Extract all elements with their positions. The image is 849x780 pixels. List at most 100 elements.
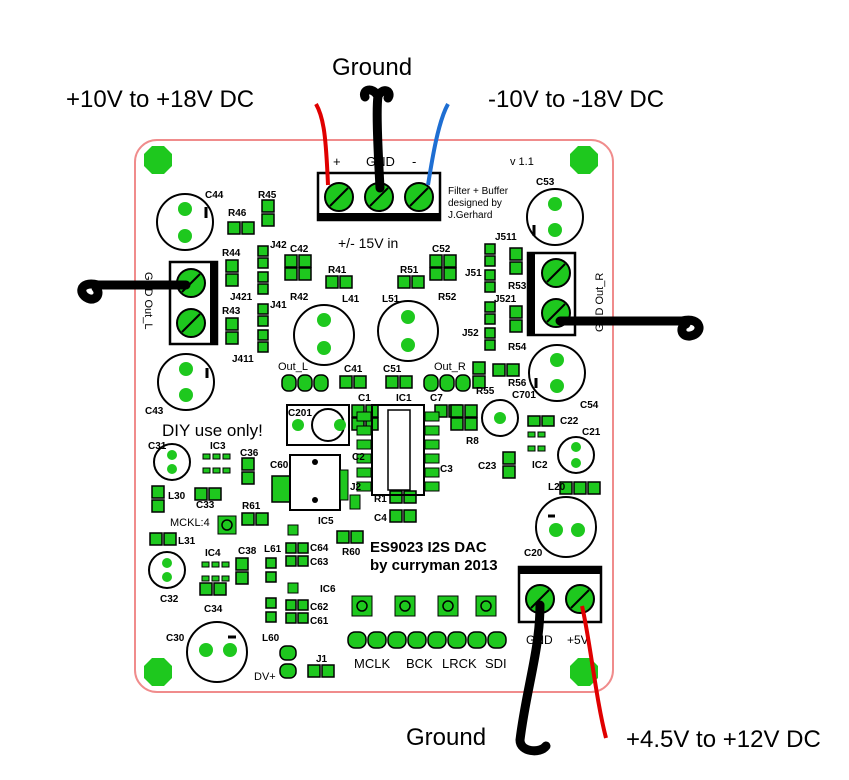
designator-ic6: IC6: [320, 584, 336, 595]
designator-c34: C34: [204, 604, 223, 615]
designer-line-1: Filter + Buffer: [448, 186, 509, 197]
dac-author: by curryman 2013: [370, 557, 498, 574]
positive-wire: [314, 103, 330, 186]
designator-c64: C64: [310, 543, 329, 554]
positive-supply-annotation: +10V to +18V DC: [66, 86, 255, 113]
designator-r51: R51: [400, 265, 419, 276]
designator-c33: C33: [196, 500, 215, 511]
designator-c38: C38: [238, 546, 257, 557]
designator-c2: C2: [352, 452, 365, 463]
designator-r56: R56: [508, 378, 527, 389]
bus-label-sdi: SDI: [485, 656, 507, 671]
designator-c36: C36: [240, 448, 259, 459]
designator-r43: R43: [222, 306, 241, 317]
out-headers: [281, 374, 471, 392]
designator-ic3: IC3: [210, 441, 226, 452]
designator-l31: L31: [178, 536, 196, 547]
psu-supply-label: +/- 15V in: [338, 235, 398, 251]
designator-c7: C7: [430, 393, 443, 404]
out-l-ground-wire: [77, 279, 191, 304]
mckl-label: MCKL:4: [170, 517, 210, 529]
bus-label-bck: BCK: [406, 656, 433, 671]
designator-c51: C51: [383, 364, 402, 375]
ground-wire-top: [360, 85, 394, 193]
designator-r8: R8: [466, 436, 479, 447]
bottom-ground-annotation: Ground: [406, 724, 487, 751]
designator-c42: C42: [290, 244, 309, 255]
diy-label: DIY use only!: [162, 421, 263, 440]
mckl-testpoint: [217, 515, 237, 535]
designator-c54: C54: [580, 400, 599, 411]
designator-l20: L20: [548, 482, 566, 493]
electrolytic-caps: [148, 188, 597, 683]
version-label: v 1.1: [510, 156, 534, 168]
designator-c62: C62: [310, 602, 329, 613]
designator-j2: J2: [350, 482, 362, 493]
designer-line-2: designed by: [448, 198, 502, 209]
designator-c63: C63: [310, 557, 329, 568]
dac-supply-annotation: +4.5V to +12V DC: [626, 726, 821, 753]
designator-ic5: IC5: [318, 516, 334, 527]
designator-j51: J51: [465, 268, 482, 279]
designator-r1: R1: [374, 494, 387, 505]
dac-5v-label: +5V: [567, 633, 589, 647]
designator-l41: L41: [342, 294, 360, 305]
designator-j1: J1: [316, 654, 328, 665]
designator-c23: C23: [478, 461, 497, 472]
designator-l60: L60: [262, 633, 280, 644]
dv-plus-label: DV+: [254, 671, 276, 683]
bus-label-mclk: MCLK: [354, 656, 390, 671]
designator-c201: C201: [288, 408, 312, 419]
designator-labels: C44 R45 R46 R44 J42 C42 R41 J421 R42 L41…: [145, 177, 601, 665]
top-ground-annotation: Ground: [332, 54, 413, 81]
designator-c31: C31: [148, 441, 167, 452]
designator-l61: L61: [264, 544, 282, 555]
designator-c61: C61: [310, 616, 329, 627]
designator-c30: C30: [166, 633, 185, 644]
designator-c53: C53: [536, 177, 555, 188]
designator-ic1: IC1: [396, 393, 412, 404]
designator-r42: R42: [290, 292, 309, 303]
designator-r46: R46: [228, 208, 247, 219]
dac-ground-wire: [515, 600, 551, 756]
bus-label-lrck: LRCK: [442, 656, 477, 671]
designator-c4: C4: [374, 513, 387, 524]
psu-terminal-block: [316, 171, 442, 222]
designator-j411: J411: [232, 354, 254, 365]
i2s-header: [347, 631, 507, 649]
dac-positive-wire: [580, 605, 608, 739]
designator-j521: J521: [494, 294, 517, 305]
designator-c1: C1: [358, 393, 371, 404]
designator-r60: R60: [342, 547, 361, 558]
negative-supply-annotation: -10V to -18V DC: [488, 86, 665, 113]
designator-c20: C20: [524, 548, 543, 559]
small-ics: [201, 431, 546, 594]
designator-c701: C701: [512, 390, 536, 401]
designator-j511: J511: [495, 232, 517, 243]
ic1-chip: [356, 404, 440, 496]
designator-c41: C41: [344, 364, 363, 375]
i2s-testpoints: [351, 595, 497, 617]
designator-r41: R41: [328, 265, 347, 276]
out-l-terminal-block: [168, 260, 219, 346]
dac-power-terminal: [517, 565, 603, 624]
dac-title: ES9023 I2S DAC: [370, 539, 487, 556]
designator-r45: R45: [258, 190, 277, 201]
designator-j42: J42: [270, 240, 287, 251]
designator-c21: C21: [582, 427, 601, 438]
out-l-header-label: Out_L: [278, 361, 308, 373]
designator-c32: C32: [160, 594, 179, 605]
psu-minus-label: -: [412, 154, 416, 169]
out-r-header-label: Out_R: [434, 361, 466, 373]
designator-l51: L51: [382, 294, 400, 305]
designator-r53: R53: [508, 281, 527, 292]
designator-l30: L30: [168, 491, 186, 502]
psu-plus-label: +: [333, 154, 341, 169]
designator-c3: C3: [440, 464, 453, 475]
designator-c44: C44: [205, 190, 224, 201]
designator-c52: C52: [432, 244, 451, 255]
designator-ic2: IC2: [532, 460, 548, 471]
designator-ic4: IC4: [205, 548, 221, 559]
designer-line-3: J.Gerhard: [448, 210, 492, 221]
